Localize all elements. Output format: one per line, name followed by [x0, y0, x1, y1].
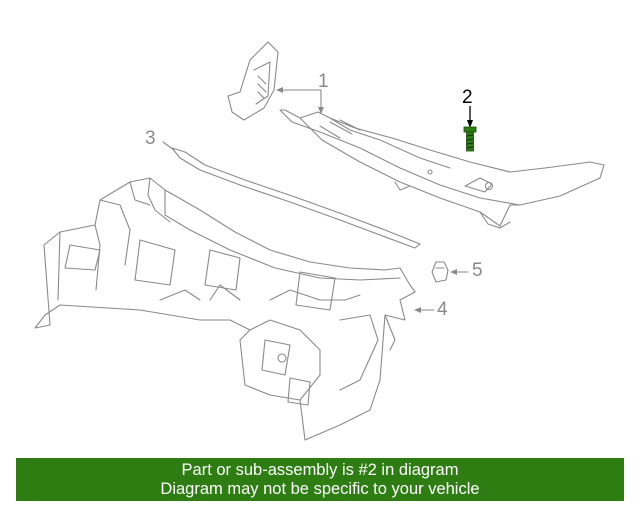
parts-diagram [34, 41, 605, 441]
clip-part-5 [431, 261, 449, 283]
seal-part-3 [171, 147, 421, 249]
cowl-panel-part-1 [227, 41, 605, 229]
callout-3: 3 [145, 128, 156, 149]
callout-4: 4 [437, 299, 448, 320]
banner-line-disclaimer: Diagram may not be specific to your vehi… [160, 479, 480, 498]
banner-line-part-number: Part or sub-assembly is #2 in diagram [181, 460, 459, 479]
info-banner: Part or sub-assembly is #2 in diagram Di… [16, 458, 624, 501]
leader-arrowheads [276, 87, 457, 313]
dash-panel-part-4 [34, 177, 416, 441]
callout-1: 1 [318, 71, 329, 92]
bolt-part-2 [463, 106, 477, 152]
callout-2: 2 [462, 87, 473, 108]
callout-5: 5 [472, 260, 483, 281]
